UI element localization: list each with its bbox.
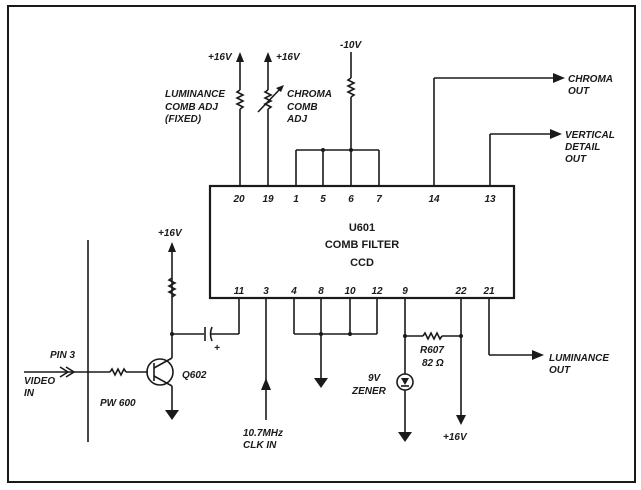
clock-in-circuit [261,298,271,420]
pin-10-label: 10 [344,286,356,297]
zener-circuit [396,298,466,442]
luminance-out-line2: OUT [549,365,571,376]
resistor-icon [109,367,127,377]
chroma-adj-line1: CHROMA [287,89,332,100]
pin-5-label: 5 [320,194,326,205]
chroma-adj-line3: ADJ [286,114,307,125]
pin-14-label: 14 [428,194,440,205]
lum-adj-line1: LUMINANCE [165,89,225,100]
resistor-value-label: 82 Ω [422,358,444,369]
vertical-out-line3: OUT [565,154,587,165]
pin-9-label: 9 [402,286,408,297]
resistor-icon [235,89,245,110]
lum-adj-line3: (FIXED) [165,114,202,125]
supply-arrow-icon [264,52,272,62]
input-circuit [24,240,240,442]
resistor-ref-label: R607 [420,345,444,356]
chroma-supply-label: +16V [276,52,301,63]
connector-arrow-icon [59,366,70,378]
pin-6-label: 6 [348,194,354,205]
chroma-out-line1: CHROMA [568,74,613,85]
chroma-adj-line2: COMB [287,102,318,113]
pin-20-circuit [235,52,245,186]
pin-19-label: 19 [262,194,274,205]
zener-label: ZENER [351,386,387,397]
vertical-out-line1: VERTICAL [565,130,615,141]
pin-19-circuit [257,52,284,186]
pin-4-label: 4 [290,286,297,297]
resistor-icon [422,331,443,341]
pin-8-label: 8 [318,286,324,297]
pin-1-label: 1 [293,194,299,205]
q602-label: Q602 [182,370,207,381]
luminance-out-line1: LUMINANCE [549,353,609,364]
pin22-supply-label: +16V [443,432,468,443]
input-arrow-icon [261,378,271,390]
pin-3-input-label: PIN 3 [50,350,75,361]
ground-icon [165,410,179,420]
supply-arrow-icon [456,415,466,425]
pw600-label: PW 600 [100,398,136,409]
resistor-icon [167,277,177,298]
pin-13-label: 13 [484,194,496,205]
ground-bus-circuit [293,298,378,388]
video-in-line2: IN [24,388,35,399]
clock-freq-label: 10.7MHz [243,428,283,439]
pin-20-label: 20 [232,194,245,205]
zener-voltage-label: 9V [368,373,382,384]
pin-3-label: 3 [263,286,269,297]
ground-icon [314,378,328,388]
lum-adj-line2: COMB ADJ [165,102,218,113]
variable-resistor-icon [263,89,273,110]
chroma-out-circuit [433,73,565,186]
luminance-out-circuit [488,298,544,360]
cap-polarity-label: + [214,343,220,354]
bottom-pin-numbers: 11 3 4 8 10 12 9 22 21 [234,286,495,297]
q602-supply-label: +16V [158,228,183,239]
output-arrow-icon [550,129,562,139]
ground-icon [398,432,412,442]
supply-arrow-icon [236,52,244,62]
ic-type: CCD [350,257,374,269]
pin-22-label: 22 [454,286,467,297]
lum-supply-label: +16V [208,52,233,63]
ic-ref: U601 [349,222,375,234]
video-in-line1: VIDEO [24,376,55,387]
ic-name: COMB FILTER [325,239,399,251]
ic-u601-body [208,184,516,300]
output-arrow-icon [532,350,544,360]
diagram-frame [7,5,636,483]
top-pin-numbers: 20 19 1 5 6 7 14 13 [232,194,496,205]
chroma-out-line2: OUT [568,86,590,97]
pin-21-label: 21 [482,286,495,297]
resistor-icon [346,77,356,98]
neg-supply-circuit [295,52,380,186]
neg-supply-label: -10V [340,40,362,51]
clock-in-label: CLK IN [243,440,277,451]
pin-11-label: 11 [234,286,245,297]
pin-7-label: 7 [376,194,382,205]
vertical-out-line2: DETAIL [565,142,600,153]
transistor-q602-icon [146,358,174,386]
supply-arrow-icon [168,242,176,252]
vertical-out-circuit [489,129,562,186]
output-arrow-icon [553,73,565,83]
pin-12-label: 12 [371,286,383,297]
